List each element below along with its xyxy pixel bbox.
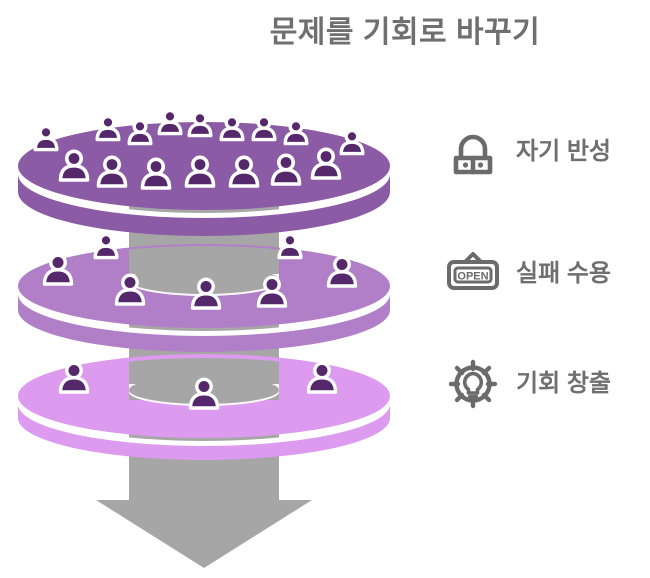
funnel-diagram [18,108,390,568]
legend-item-embrace-failure[interactable]: OPEN 실패 수용 [440,242,611,306]
down-arrow-icon [96,455,312,568]
open-sign-icon: OPEN [440,242,506,306]
legend-item-self-reflection[interactable]: 자기 반성 [440,120,611,184]
legend-label-self-reflection: 자기 반성 [516,138,611,165]
funnel-tier-bottom[interactable] [18,340,390,460]
gear-lightbulb-icon [440,352,506,416]
page-title: 문제를 기회로 바꾸기 [269,16,541,49]
funnel-tier-middle[interactable] [18,225,390,352]
legend-label-embrace-failure: 실패 수용 [516,260,611,287]
legend-label-create-opportunity: 기회 창출 [516,370,611,397]
funnel-tier-top[interactable] [18,108,390,236]
legend-item-create-opportunity[interactable]: 기회 창출 [440,352,611,416]
handbag-mirror-icon [440,120,506,184]
open-sign-text: OPEN [457,271,488,283]
